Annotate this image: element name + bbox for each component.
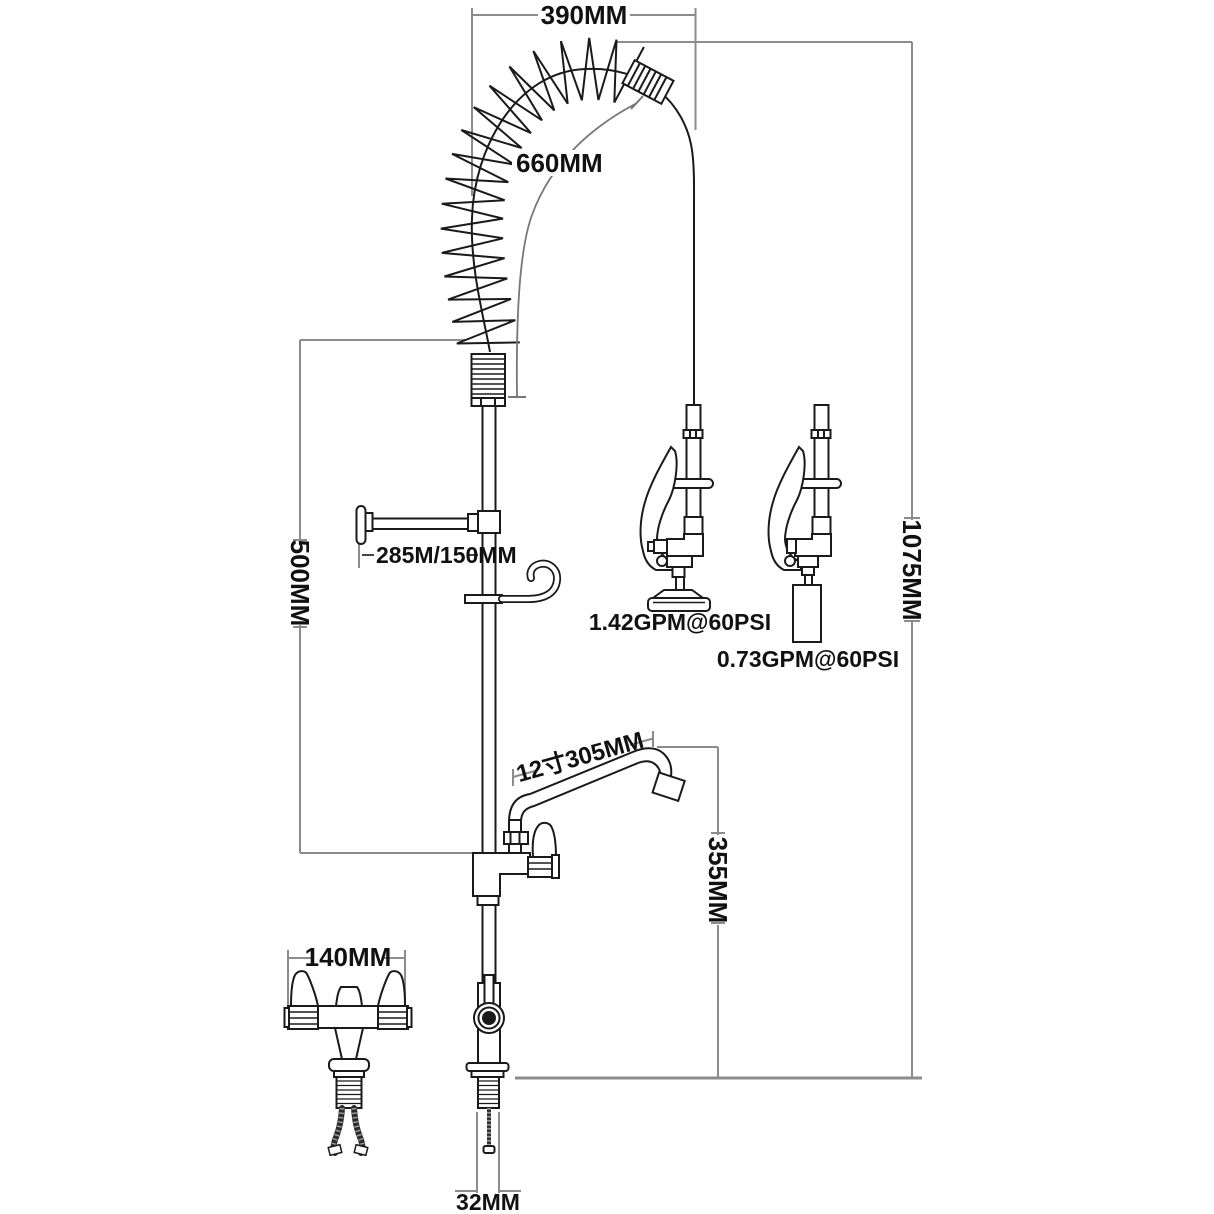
coil-spring-hose <box>440 37 696 405</box>
cylinder-nozzle <box>792 584 822 643</box>
double-handle-mixer <box>283 970 413 1157</box>
wall-bracket <box>355 505 501 545</box>
label-bracket-reach: 285M/150MM <box>376 542 517 568</box>
addon-valve-handle <box>531 821 558 858</box>
spray-valve-body <box>685 404 702 519</box>
lever-pivot-hole-2 <box>784 555 796 567</box>
left-handle-blade <box>289 970 320 1007</box>
label-hose-length: 660MM <box>516 148 603 178</box>
left-spray-head <box>639 404 714 612</box>
hose-end-crimp <box>621 58 675 106</box>
elbow-2 <box>794 533 832 557</box>
spring-coil-zigzag <box>440 37 645 345</box>
spray-face-flare <box>649 589 707 599</box>
mounting-base <box>465 974 510 1154</box>
mixer-body <box>317 1005 381 1029</box>
spray-face <box>647 597 711 612</box>
riser-pipe <box>481 406 497 1063</box>
spout-nut <box>503 831 529 845</box>
label-spout-length: 12寸305MM <box>514 727 647 788</box>
mixer-threaded-shank <box>335 1076 363 1109</box>
label-shank-size: 32MM <box>456 1189 520 1214</box>
elbow <box>666 533 704 557</box>
right-handle-blade <box>376 970 407 1007</box>
spout-outer-edge <box>508 747 673 823</box>
base-flange <box>465 1062 510 1072</box>
right-spray-head <box>767 404 842 643</box>
dim-660-curve <box>515 102 638 397</box>
lever-pivot-hole <box>656 555 668 567</box>
label-handle-width: 140MM <box>305 942 392 972</box>
label-riser-upper: 500MM <box>285 540 315 627</box>
dimension-lines <box>287 8 922 1193</box>
bracket-arm <box>371 517 469 530</box>
spring-connector <box>470 353 506 407</box>
bracket-collar <box>477 510 501 534</box>
knurled-ring-2 <box>810 429 832 439</box>
label-spout-clearance: 355MM <box>703 837 733 924</box>
label-spray-flow-low: 0.73GPM@60PSI <box>717 646 899 672</box>
addon-valve-body <box>472 852 531 897</box>
hose-line <box>470 67 696 405</box>
addon-spout-assembly <box>472 747 686 906</box>
label-arch-width: 390MM <box>541 0 628 30</box>
spout-nozzle-tip <box>651 771 686 803</box>
supply-hoses <box>327 1105 369 1157</box>
spray-head-hook <box>464 559 562 604</box>
knurled-ring <box>682 429 704 439</box>
label-overall-height: 1075MM <box>897 519 927 620</box>
wall-flange <box>355 505 367 545</box>
label-spray-flow-high: 1.42GPM@60PSI <box>589 609 771 635</box>
spout-inner-edge <box>520 760 662 823</box>
spray-valve-body-2 <box>813 404 830 519</box>
